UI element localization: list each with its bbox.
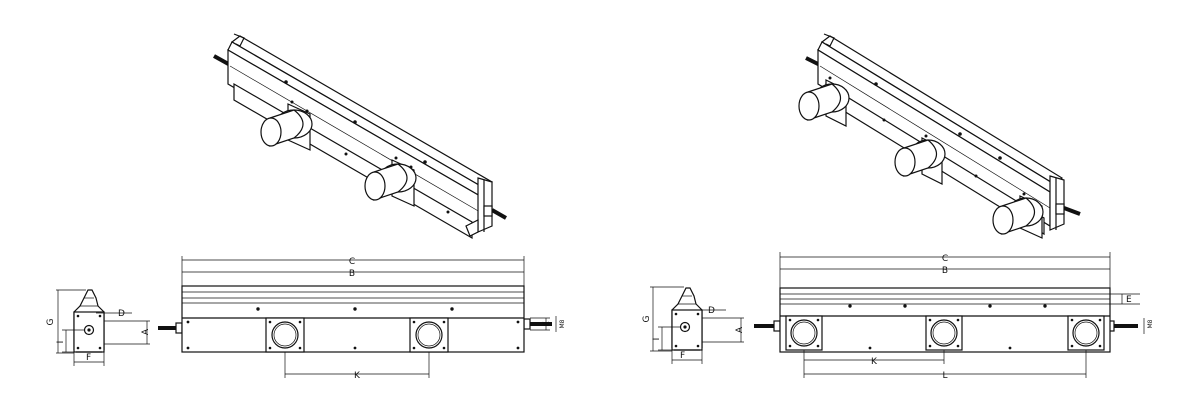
dim-label-b: B: [349, 269, 355, 279]
left-side-view: G D A I F: [46, 289, 151, 366]
dim-label-i: I: [56, 341, 66, 344]
dim-label-l: L: [942, 371, 947, 381]
dim-label-k: K: [871, 357, 878, 367]
dim-label-i: I: [652, 338, 662, 341]
dim-label-d: D: [118, 309, 125, 319]
dim-label-g: G: [46, 318, 56, 325]
dim-label-d: D: [708, 306, 715, 316]
left-front-view: C B K E M8: [158, 256, 566, 381]
right-side-view: G D A I F: [642, 286, 745, 364]
dim-label-e: E: [1126, 295, 1132, 305]
dim-label-e: E: [542, 321, 552, 327]
dim-label-c: C: [349, 257, 355, 267]
right-isometric-view: [798, 33, 1081, 239]
dim-label-f: F: [680, 351, 685, 361]
dim-label-c: C: [942, 254, 948, 264]
dim-label-k: K: [354, 371, 361, 381]
right-front-view: C B K L E M8: [754, 252, 1154, 381]
dim-label-a: A: [141, 328, 151, 335]
dim-label-b: B: [942, 266, 948, 276]
dim-label-f: F: [86, 353, 91, 363]
thread-label: M8: [1147, 319, 1154, 328]
thread-label: M8: [559, 319, 566, 328]
left-isometric-view: [213, 33, 507, 240]
dim-label-a: A: [735, 326, 745, 333]
dim-label-g: G: [642, 315, 652, 322]
